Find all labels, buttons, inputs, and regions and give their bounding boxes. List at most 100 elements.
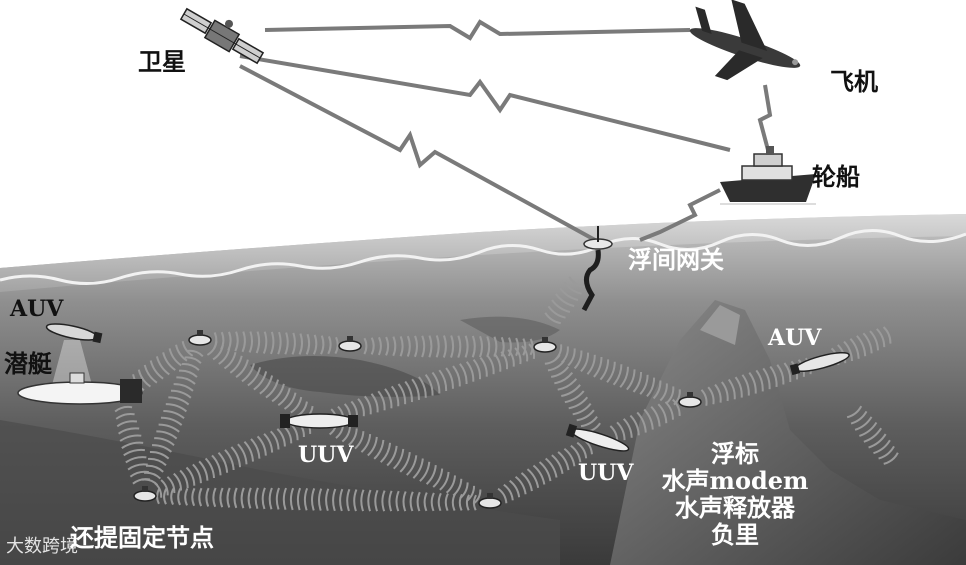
acoustic-wave-arc bbox=[522, 338, 527, 356]
acoustic-wave-arc bbox=[416, 491, 421, 512]
acoustic-wave-arc bbox=[666, 386, 675, 404]
acoustic-wave-arc bbox=[568, 276, 585, 289]
acoustic-wave-arc bbox=[270, 331, 275, 355]
acoustic-wave-arc bbox=[616, 421, 626, 441]
acoustic-wave-arc bbox=[223, 351, 237, 370]
acoustic-wave-arc bbox=[346, 488, 351, 512]
acoustic-wave-arc bbox=[255, 331, 261, 354]
acoustic-wave-arc bbox=[399, 451, 411, 473]
acoustic-wave-arc bbox=[431, 371, 441, 394]
acoustic-wave-arc bbox=[230, 446, 242, 468]
acoustic-wave-arc bbox=[465, 361, 475, 382]
acoustic-wave-arc bbox=[551, 299, 571, 313]
satellite-icon bbox=[179, 7, 265, 65]
acoustic-wave-arc bbox=[526, 468, 540, 489]
acoustic-wave-arc bbox=[353, 489, 358, 512]
acoustic-wave-arc bbox=[664, 401, 674, 420]
acoustic-wave-arc bbox=[332, 488, 337, 512]
acoustic-wave-arc bbox=[224, 449, 235, 471]
acoustic-wave-arc bbox=[154, 437, 175, 446]
acoustic-wave-arc bbox=[452, 365, 461, 387]
acoustic-wave-arc bbox=[612, 364, 623, 386]
acoustic-wave-arc bbox=[650, 406, 661, 427]
acoustic-wave-arc bbox=[437, 492, 442, 512]
acoustic-wave-arc bbox=[229, 355, 243, 374]
acoustic-wave-arc bbox=[325, 488, 330, 512]
acoustic-wave-arc bbox=[425, 465, 437, 485]
acoustic-wave-arc bbox=[439, 471, 450, 491]
acoustic-wave-arc bbox=[163, 488, 168, 505]
acoustic-wave-arc bbox=[384, 388, 393, 409]
acoustic-wave-arc bbox=[155, 356, 170, 376]
acoustic-wave-arc bbox=[404, 380, 413, 403]
acoustic-wave-arc bbox=[465, 494, 470, 511]
acoustic-wave-arc bbox=[247, 367, 262, 387]
acoustic-wave-arc bbox=[573, 350, 583, 370]
acoustic-wave-arc bbox=[320, 335, 325, 355]
acoustic-wave-arc bbox=[250, 438, 261, 459]
acoustic-wave-arc bbox=[700, 389, 708, 406]
acoustic-wave-arc bbox=[423, 492, 428, 512]
acoustic-wave-arc bbox=[862, 332, 873, 354]
acoustic-wave-arc bbox=[160, 416, 183, 426]
acoustic-wave-arc bbox=[856, 335, 867, 357]
acoustic-wave-arc bbox=[419, 461, 431, 482]
acoustic-wave-arc bbox=[563, 447, 576, 467]
anchor-label: 负里 bbox=[711, 520, 759, 549]
acoustic-wave-arc bbox=[507, 337, 512, 357]
acoustic-wave-arc bbox=[521, 345, 529, 362]
watermark-logo: 大数跨境 bbox=[6, 536, 78, 557]
acoustic-wave-arc bbox=[570, 444, 582, 463]
sensor-node-icon bbox=[478, 493, 502, 509]
acoustic-wave-arc bbox=[170, 389, 192, 399]
acoustic-wave-arc bbox=[528, 343, 536, 360]
acoustic-wave-arc bbox=[143, 471, 162, 480]
sensor-node-icon bbox=[338, 336, 362, 352]
acoustic-wave-arc bbox=[580, 352, 590, 373]
acoustic-wave-arc bbox=[397, 383, 407, 405]
acoustic-wave-arc bbox=[284, 332, 289, 355]
acoustic-wave-arc bbox=[576, 409, 595, 422]
acoustic-wave-arc bbox=[296, 487, 302, 511]
acoustic-wave-arc bbox=[277, 331, 282, 355]
acoustic-wave-arc bbox=[471, 335, 476, 358]
sensor-node-icon bbox=[678, 392, 702, 408]
sensor-node-icon bbox=[533, 337, 557, 353]
acoustic-wave-arc bbox=[550, 366, 570, 378]
acoustic-wave-arc bbox=[629, 414, 640, 436]
acoustic-wave-arc bbox=[500, 336, 505, 357]
acoustic-wave-arc bbox=[438, 369, 448, 392]
acoustic-wave-arc bbox=[241, 331, 246, 353]
submarine-icon bbox=[17, 372, 143, 405]
acoustic-wave-arc bbox=[850, 410, 868, 425]
acoustic-wave-arc bbox=[646, 377, 656, 398]
acoustic-wave-arc bbox=[876, 328, 886, 348]
acoustic-wave-arc bbox=[265, 379, 280, 399]
acoustic-wave-arc bbox=[849, 337, 860, 359]
uuv-right-label: UUV bbox=[578, 460, 634, 486]
acoustic-wave-arc bbox=[121, 441, 144, 449]
acoustic-wave-arc bbox=[367, 489, 372, 512]
acoustic-wave-arc bbox=[472, 494, 477, 511]
auv-icon bbox=[789, 351, 850, 376]
airplane-icon bbox=[689, 0, 801, 81]
acoustic-wave-arc bbox=[564, 390, 585, 404]
acoustic-wave-arc bbox=[572, 403, 592, 416]
acoustic-wave-arc bbox=[248, 331, 253, 353]
uuv-icon bbox=[280, 413, 358, 429]
acoustic-wave-arc bbox=[142, 478, 159, 486]
acoustic-wave-arc bbox=[411, 378, 420, 400]
acoustic-wave-arc bbox=[409, 491, 414, 512]
acoustic-wave-arc bbox=[544, 312, 561, 325]
acoustic-wave-arc bbox=[576, 441, 588, 459]
acoustic-wave-arc bbox=[360, 434, 372, 453]
sensor-node-icon bbox=[188, 330, 212, 346]
acoustic-wave-arc bbox=[282, 487, 287, 511]
acoustic-wave-arc bbox=[240, 487, 245, 509]
acoustic-wave-arc bbox=[444, 493, 449, 512]
acoustic-wave-arc bbox=[451, 493, 456, 511]
acoustic-wave-arc bbox=[198, 460, 209, 481]
ship-label: 轮船 bbox=[812, 162, 860, 191]
acoustic-wave-arc bbox=[734, 376, 743, 398]
acoustic-wave-arc bbox=[421, 335, 426, 358]
